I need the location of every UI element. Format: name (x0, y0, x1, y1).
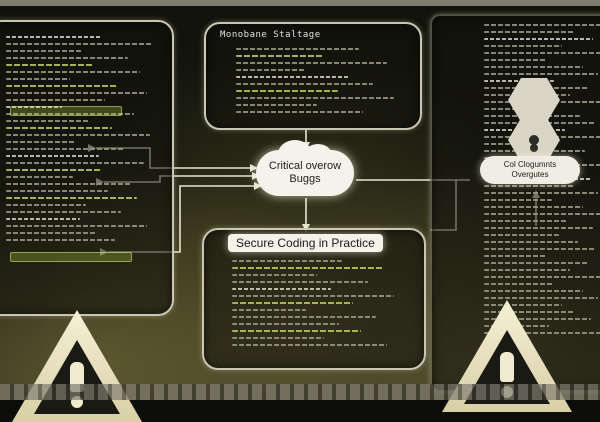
cloud-label-line2: Buggs (289, 173, 321, 185)
top-light-band (0, 0, 600, 6)
top-panel-title: Monobane Staltage (220, 30, 321, 40)
left-code-lines (6, 36, 166, 306)
pill-label-line1: Col Clogumnts (503, 160, 557, 169)
secure-coding-badge: Secure Coding in Practice (228, 234, 383, 252)
bottom-code-lines (232, 260, 416, 360)
user-hexagon-icon (508, 118, 560, 162)
arrow-head-1 (250, 164, 258, 172)
keyboard-strip (0, 384, 600, 400)
cloud-label-line1: Critical overow (268, 160, 342, 172)
person-icon (529, 135, 539, 145)
pill-label-line2: Overgutes (511, 170, 549, 179)
top-code-panel: Monobane Staltage (204, 22, 422, 130)
highlighted-code-line (10, 106, 122, 116)
left-code-panel (0, 20, 174, 316)
critical-bugs-cloud: Critical overow Buggs (256, 140, 354, 196)
highlighted-code-line (10, 252, 132, 262)
top-code-lines (236, 48, 412, 124)
hexagon-node-icon (508, 78, 560, 122)
config-overflow-pill: Col Clogumnts Overgutes (480, 156, 580, 184)
arrow-head-3 (254, 182, 262, 190)
